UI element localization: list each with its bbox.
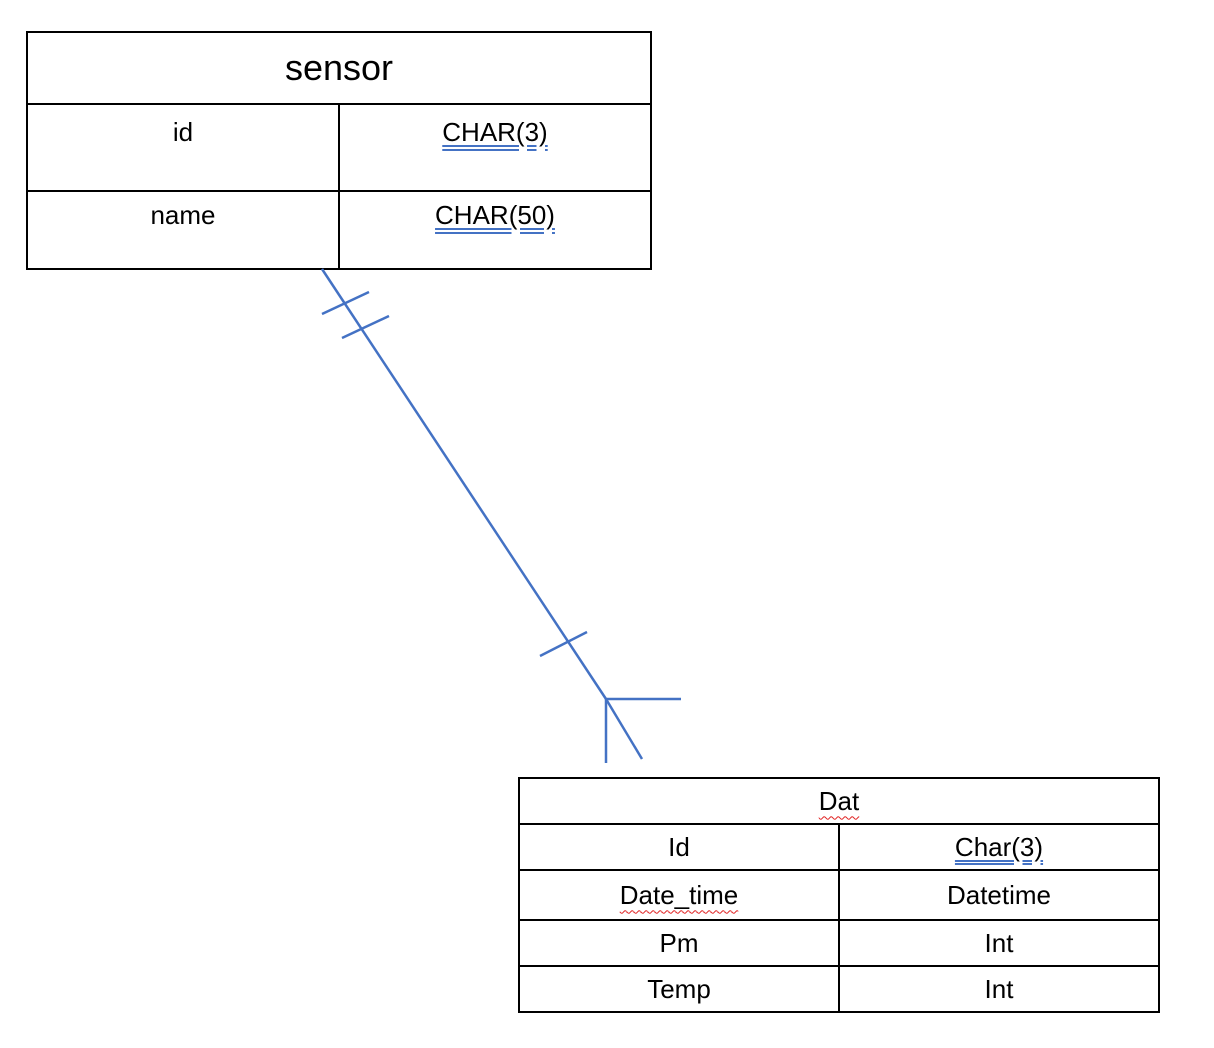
dat-field-name: Temp bbox=[518, 965, 840, 1013]
dat-field-name: Id bbox=[518, 823, 840, 871]
dat-field-name: Pm bbox=[518, 919, 840, 967]
dat-field-name-cell: Date_time bbox=[518, 869, 840, 921]
crows-foot-prong bbox=[604, 698, 644, 760]
sensor-field-name: id bbox=[26, 103, 340, 192]
one-mandatory-tick bbox=[321, 290, 370, 316]
dat-field-name: Date_time bbox=[619, 879, 739, 910]
dat-field-type: Int bbox=[838, 919, 1160, 967]
one-mandatory-tick bbox=[539, 630, 588, 658]
dat-table-title-cell: Dat bbox=[518, 777, 1160, 825]
dat-entity-table: Dat Id Char(3) Date_time Datetime Pm Int… bbox=[518, 777, 1160, 1013]
sensor-entity-table: sensor id CHAR(3) name CHAR(50) bbox=[26, 31, 652, 270]
dat-field-type: Int bbox=[838, 965, 1160, 1013]
dat-table-title: Dat bbox=[818, 785, 860, 816]
dat-field-type: Char(3) bbox=[838, 823, 1160, 871]
dat-field-type: Datetime bbox=[838, 869, 1160, 921]
relationship-line bbox=[320, 268, 608, 700]
sensor-field-type-text: CHAR(50) bbox=[435, 200, 555, 230]
sensor-field-type-text: CHAR(3) bbox=[442, 117, 548, 147]
sensor-table-title: sensor bbox=[26, 31, 652, 105]
sensor-field-type: CHAR(3) bbox=[338, 103, 652, 192]
dat-field-type-text: Char(3) bbox=[954, 831, 1044, 862]
sensor-field-type: CHAR(50) bbox=[338, 190, 652, 270]
sensor-field-name: name bbox=[26, 190, 340, 270]
one-mandatory-tick bbox=[341, 314, 390, 340]
